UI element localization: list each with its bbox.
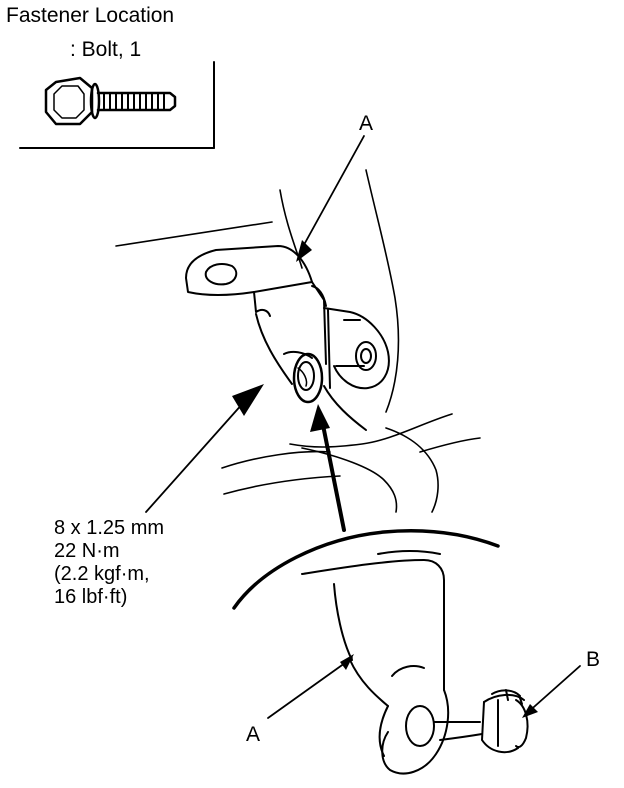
upper-bracket (185, 245, 390, 431)
callout-a-upper: A (359, 112, 374, 135)
bolt-icon (44, 76, 177, 126)
torque-spec-lbfft: 16 lbf·ft) (54, 586, 128, 608)
bolt-location-nut (292, 352, 324, 404)
torque-spec-kgfm: (2.2 kgf·m, (54, 563, 150, 585)
clip-b (481, 689, 529, 754)
callout-a-lower: A (246, 723, 261, 746)
body-panel-lines (115, 169, 481, 513)
bolt-size-spec: 8 x 1.25 mm (54, 517, 165, 539)
fastener-location-title: Fastener Location (6, 4, 175, 27)
arrowhead-a-lower (340, 654, 354, 670)
lower-bracket (301, 550, 483, 775)
arrowhead-bolt (232, 384, 264, 416)
fastener-location-subtitle: : Bolt, 1 (70, 38, 142, 61)
arrowhead-a-upper (296, 240, 312, 262)
callout-b: B (586, 648, 601, 671)
wheel-arch-arc (232, 529, 500, 610)
arrowhead-b (522, 704, 538, 718)
torque-spec-nm: 22 N·m (54, 540, 120, 562)
fastener-frame (19, 61, 215, 149)
leader-lines (145, 135, 581, 719)
assembly-arrow-shaft (320, 418, 346, 532)
arrowhead-assembly (310, 404, 330, 432)
